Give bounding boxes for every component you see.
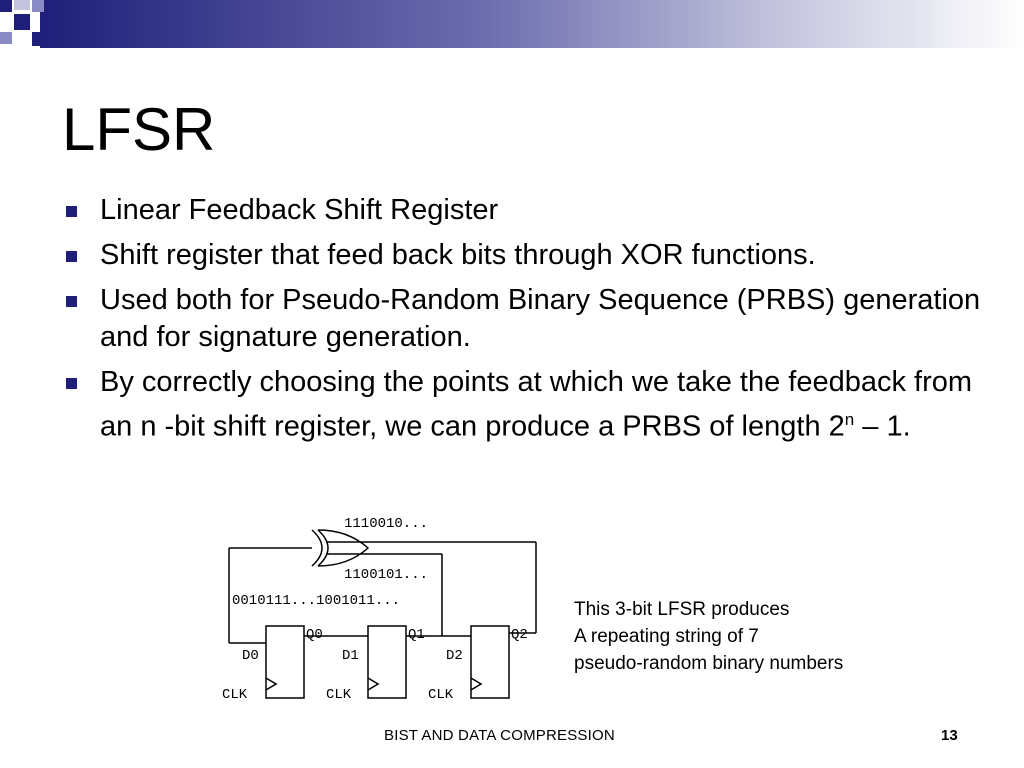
bullet-item: By correctly choosing the points at whic… — [64, 364, 984, 446]
bullet-text: Shift register that feed back bits throu… — [100, 239, 816, 271]
square-bullet-icon — [66, 206, 77, 217]
q1-label: Q1 — [408, 627, 425, 643]
q2-label: Q2 — [511, 627, 528, 643]
page-number: 13 — [941, 727, 958, 744]
sequence-label-left: 0010111...1001011... — [232, 593, 400, 609]
flip-flop-1 — [367, 625, 407, 699]
clk-label: CLK — [326, 687, 352, 703]
slide-title: LFSR — [62, 96, 216, 163]
lfsr-diagram: 1110010... 1100101... 0010111...1001011.… — [222, 516, 537, 703]
logo-square — [32, 32, 46, 46]
bullet-text: Linear Feedback Shift Register — [100, 194, 499, 226]
flip-flop-2 — [470, 625, 510, 699]
description-line: This 3-bit LFSR produces — [574, 599, 790, 620]
d0-label: D0 — [242, 648, 259, 664]
description-line: pseudo-random binary numbers — [574, 653, 844, 674]
logo-square — [14, 14, 30, 30]
bullet-text: Used both for Pseudo-Random Binary Seque… — [100, 284, 981, 353]
bullet-suffix: – 1. — [854, 410, 911, 443]
bullet-text: By correctly choosing the points at whic… — [100, 366, 973, 443]
flip-flop-0 — [265, 625, 305, 699]
logo-square — [14, 0, 30, 10]
xor-gate — [317, 529, 329, 567]
d1-label: D1 — [342, 648, 359, 664]
sequence-label-top: 1110010... — [344, 516, 428, 532]
diagram-description: This 3-bit LFSR produces A repeating str… — [574, 596, 843, 677]
header-gradient-bar — [40, 0, 1024, 48]
description-line: A repeating string of 7 — [574, 626, 759, 647]
logo-square — [0, 32, 12, 44]
xor-gate — [317, 529, 370, 567]
bullet-item: Shift register that feed back bits throu… — [64, 237, 984, 274]
bullet-item: Linear Feedback Shift Register — [64, 192, 984, 229]
bullet-list: Linear Feedback Shift Register Shift reg… — [64, 192, 984, 454]
square-bullet-icon — [66, 251, 77, 262]
clk-label: CLK — [428, 687, 454, 703]
footer-title: BIST AND DATA COMPRESSION — [384, 727, 615, 744]
bullet-item: Used both for Pseudo-Random Binary Seque… — [64, 282, 984, 356]
d2-label: D2 — [446, 648, 463, 664]
bullet-superscript: n — [844, 410, 855, 429]
logo-square — [0, 0, 12, 12]
square-bullet-icon — [66, 378, 77, 389]
sequence-label-mid: 1100101... — [344, 567, 428, 583]
logo-square — [32, 0, 44, 12]
q0-label: Q0 — [306, 627, 323, 643]
clk-label: CLK — [222, 687, 248, 703]
xor-gate — [311, 529, 323, 567]
square-bullet-icon — [66, 296, 77, 307]
